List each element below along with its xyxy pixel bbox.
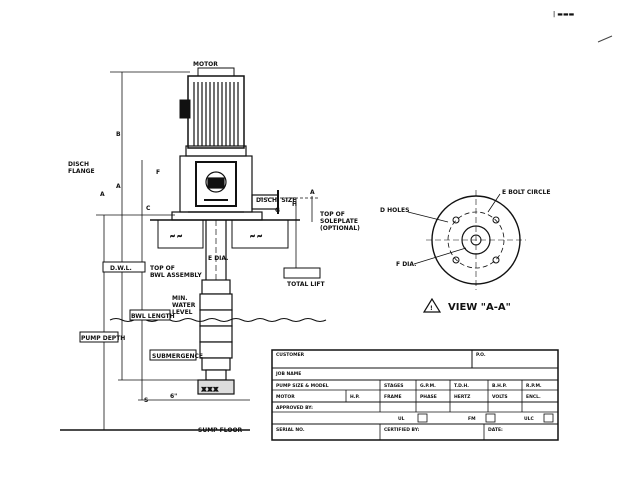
column-pipe [205,220,227,280]
bowl-assembly: x x x [197,279,235,395]
pump-depth-label: PUMP DEPTH [81,335,125,342]
dim-e-dia: E DIA. [208,255,228,262]
tb-job-name: JOB NAME [275,371,301,377]
tb-phase: PHASE [420,394,437,400]
motor-label: MOTOR [193,61,218,68]
motor-assembly [179,67,247,157]
d-holes-label: D HOLES [380,207,409,214]
tb-rpm: R.P.M. [526,383,542,389]
total-lift-box [283,267,321,279]
dim-f: F [156,169,160,176]
e-bolt-circle-label: E BOLT CIRCLE [502,189,550,196]
tb-customer: CUSTOMER [276,352,305,358]
tb-tdh: T.D.H. [454,383,469,389]
dim-s: S [144,397,148,404]
tb-hp: H.P. [350,394,360,400]
bwl-length-label: BWL LENGTH [131,313,175,320]
title-block [271,349,559,441]
svg-text:~ ~: ~ ~ [250,233,262,240]
dwl-label: D.W.L. [110,265,132,272]
discharge-head [171,155,279,221]
tb-ulc: ULC [524,416,535,422]
tb-date: DATE: [488,427,503,433]
svg-text:!: ! [430,305,433,312]
corner-tick [597,35,613,43]
dim-a: A [116,183,121,190]
tb-gpm: G.P.M. [420,383,436,389]
disch-flange-label: DISCH. SIZE [256,197,296,204]
submergence-box [149,349,197,361]
tb-encl: ENCL. [526,394,541,400]
view-a-a-title: VIEW "A-A" [448,302,511,313]
section-a-right: A [310,189,315,196]
svg-text:~ ~: ~ ~ [170,233,182,240]
tb-po: P.O. [476,352,486,358]
svg-text:x x x: x x x [202,386,218,393]
tb-frame: FRAME [384,394,402,400]
bwl-length-box [129,309,171,321]
sump-floor-label: SUMP FLOOR [198,427,243,434]
f-dia-label: F DIA. [396,261,416,268]
dwl-box [102,261,146,273]
dim-b: B [116,131,121,138]
total-lift-label: TOTAL LIFT [287,281,326,288]
flange-view [407,190,526,290]
tb-bhp: B.H.P. [492,383,507,389]
dim-6in: 6" [170,393,177,400]
tb-hertz: HERTZ [454,394,471,400]
tb-ul: UL [398,416,405,422]
tb-motor: MOTOR [276,394,295,400]
submergence-label: SUBMERGENCE [152,353,203,360]
pump-depth-box [79,331,119,343]
section-a-left: A [100,191,105,198]
dimension-lines [60,71,318,431]
tb-pump-size-model: PUMP SIZE & MODEL [276,383,329,389]
tb-stages: STAGES [384,383,403,389]
section-warning-icon: ! [422,297,442,313]
dim-g: G [275,207,280,214]
tb-volts: VOLTS [492,394,508,400]
dim-h: H [292,201,297,208]
foundation: ~ ~ ~ ~ [150,219,300,249]
tb-serial-no: SERIAL NO. [276,427,305,433]
tb-certified-by: CERTIFIED BY: [384,427,420,433]
dim-c: C [146,205,151,212]
corner-mark: | ▬▬▬ [553,11,575,18]
tb-approved-by: APPROVED BY: [276,405,313,411]
tb-fm: FM [468,416,476,422]
